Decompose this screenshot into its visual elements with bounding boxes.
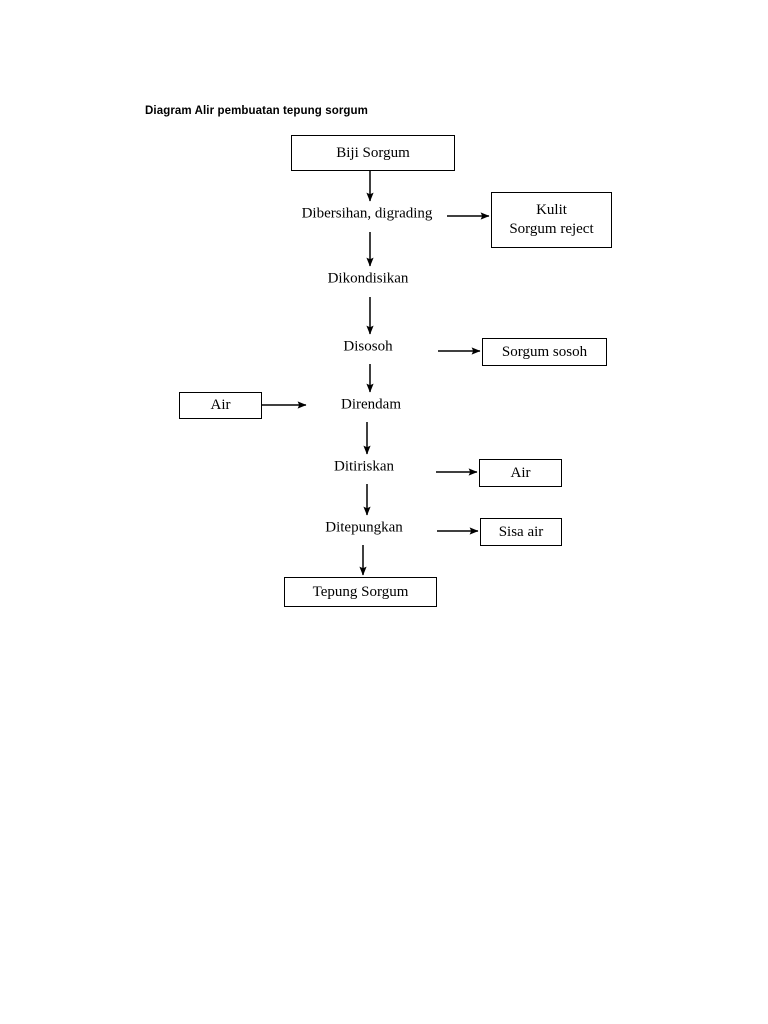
node-label: Ditiriskan	[334, 458, 394, 475]
node-disosoh[interactable]: Disosoh	[343, 339, 392, 356]
node-ditepungkan[interactable]: Ditepungkan	[325, 520, 402, 537]
node-label: Sorgum sosoh	[501, 343, 588, 360]
page-title: Diagram Alir pembuatan tepung sorgum	[145, 105, 368, 117]
node-direndam[interactable]: Direndam	[341, 397, 401, 414]
node-label-line-2: Sorgum reject	[509, 221, 594, 237]
node-tepung-sorgum[interactable]: Tepung Sorgum	[284, 577, 437, 607]
node-sorgum-sosoh[interactable]: Sorgum sosoh	[482, 338, 607, 366]
flow-edges	[262, 171, 490, 576]
node-label-line-1: Kulit	[536, 202, 567, 219]
node-dikondisikan[interactable]: Dikondisikan	[328, 271, 409, 288]
node-label: Sisa air	[498, 523, 544, 540]
node-label: Ditepungkan	[325, 519, 403, 536]
node-sisa-air[interactable]: Sisa air	[480, 518, 562, 546]
node-biji-sorgum[interactable]: Biji Sorgum	[291, 135, 455, 171]
node-air-output[interactable]: Air	[479, 459, 562, 487]
node-label: Direndam	[341, 396, 401, 413]
node-label: Biji Sorgum	[336, 144, 410, 161]
node-kulit-sorgum-reject[interactable]: Kulit Sorgum reject	[491, 192, 612, 248]
node-air-input[interactable]: Air	[179, 392, 262, 419]
node-label: Tepung Sorgum	[312, 583, 409, 600]
node-ditiriskan[interactable]: Ditiriskan	[334, 459, 394, 476]
node-label: Dibersihan, digrading	[301, 205, 433, 222]
node-label: Air	[510, 464, 531, 481]
node-label: Air	[210, 397, 231, 414]
node-dibersihan-digrading[interactable]: Dibersihan, digrading	[302, 206, 433, 223]
node-label: Disosoh	[343, 338, 393, 355]
node-label: Dikondisikan	[327, 270, 409, 287]
